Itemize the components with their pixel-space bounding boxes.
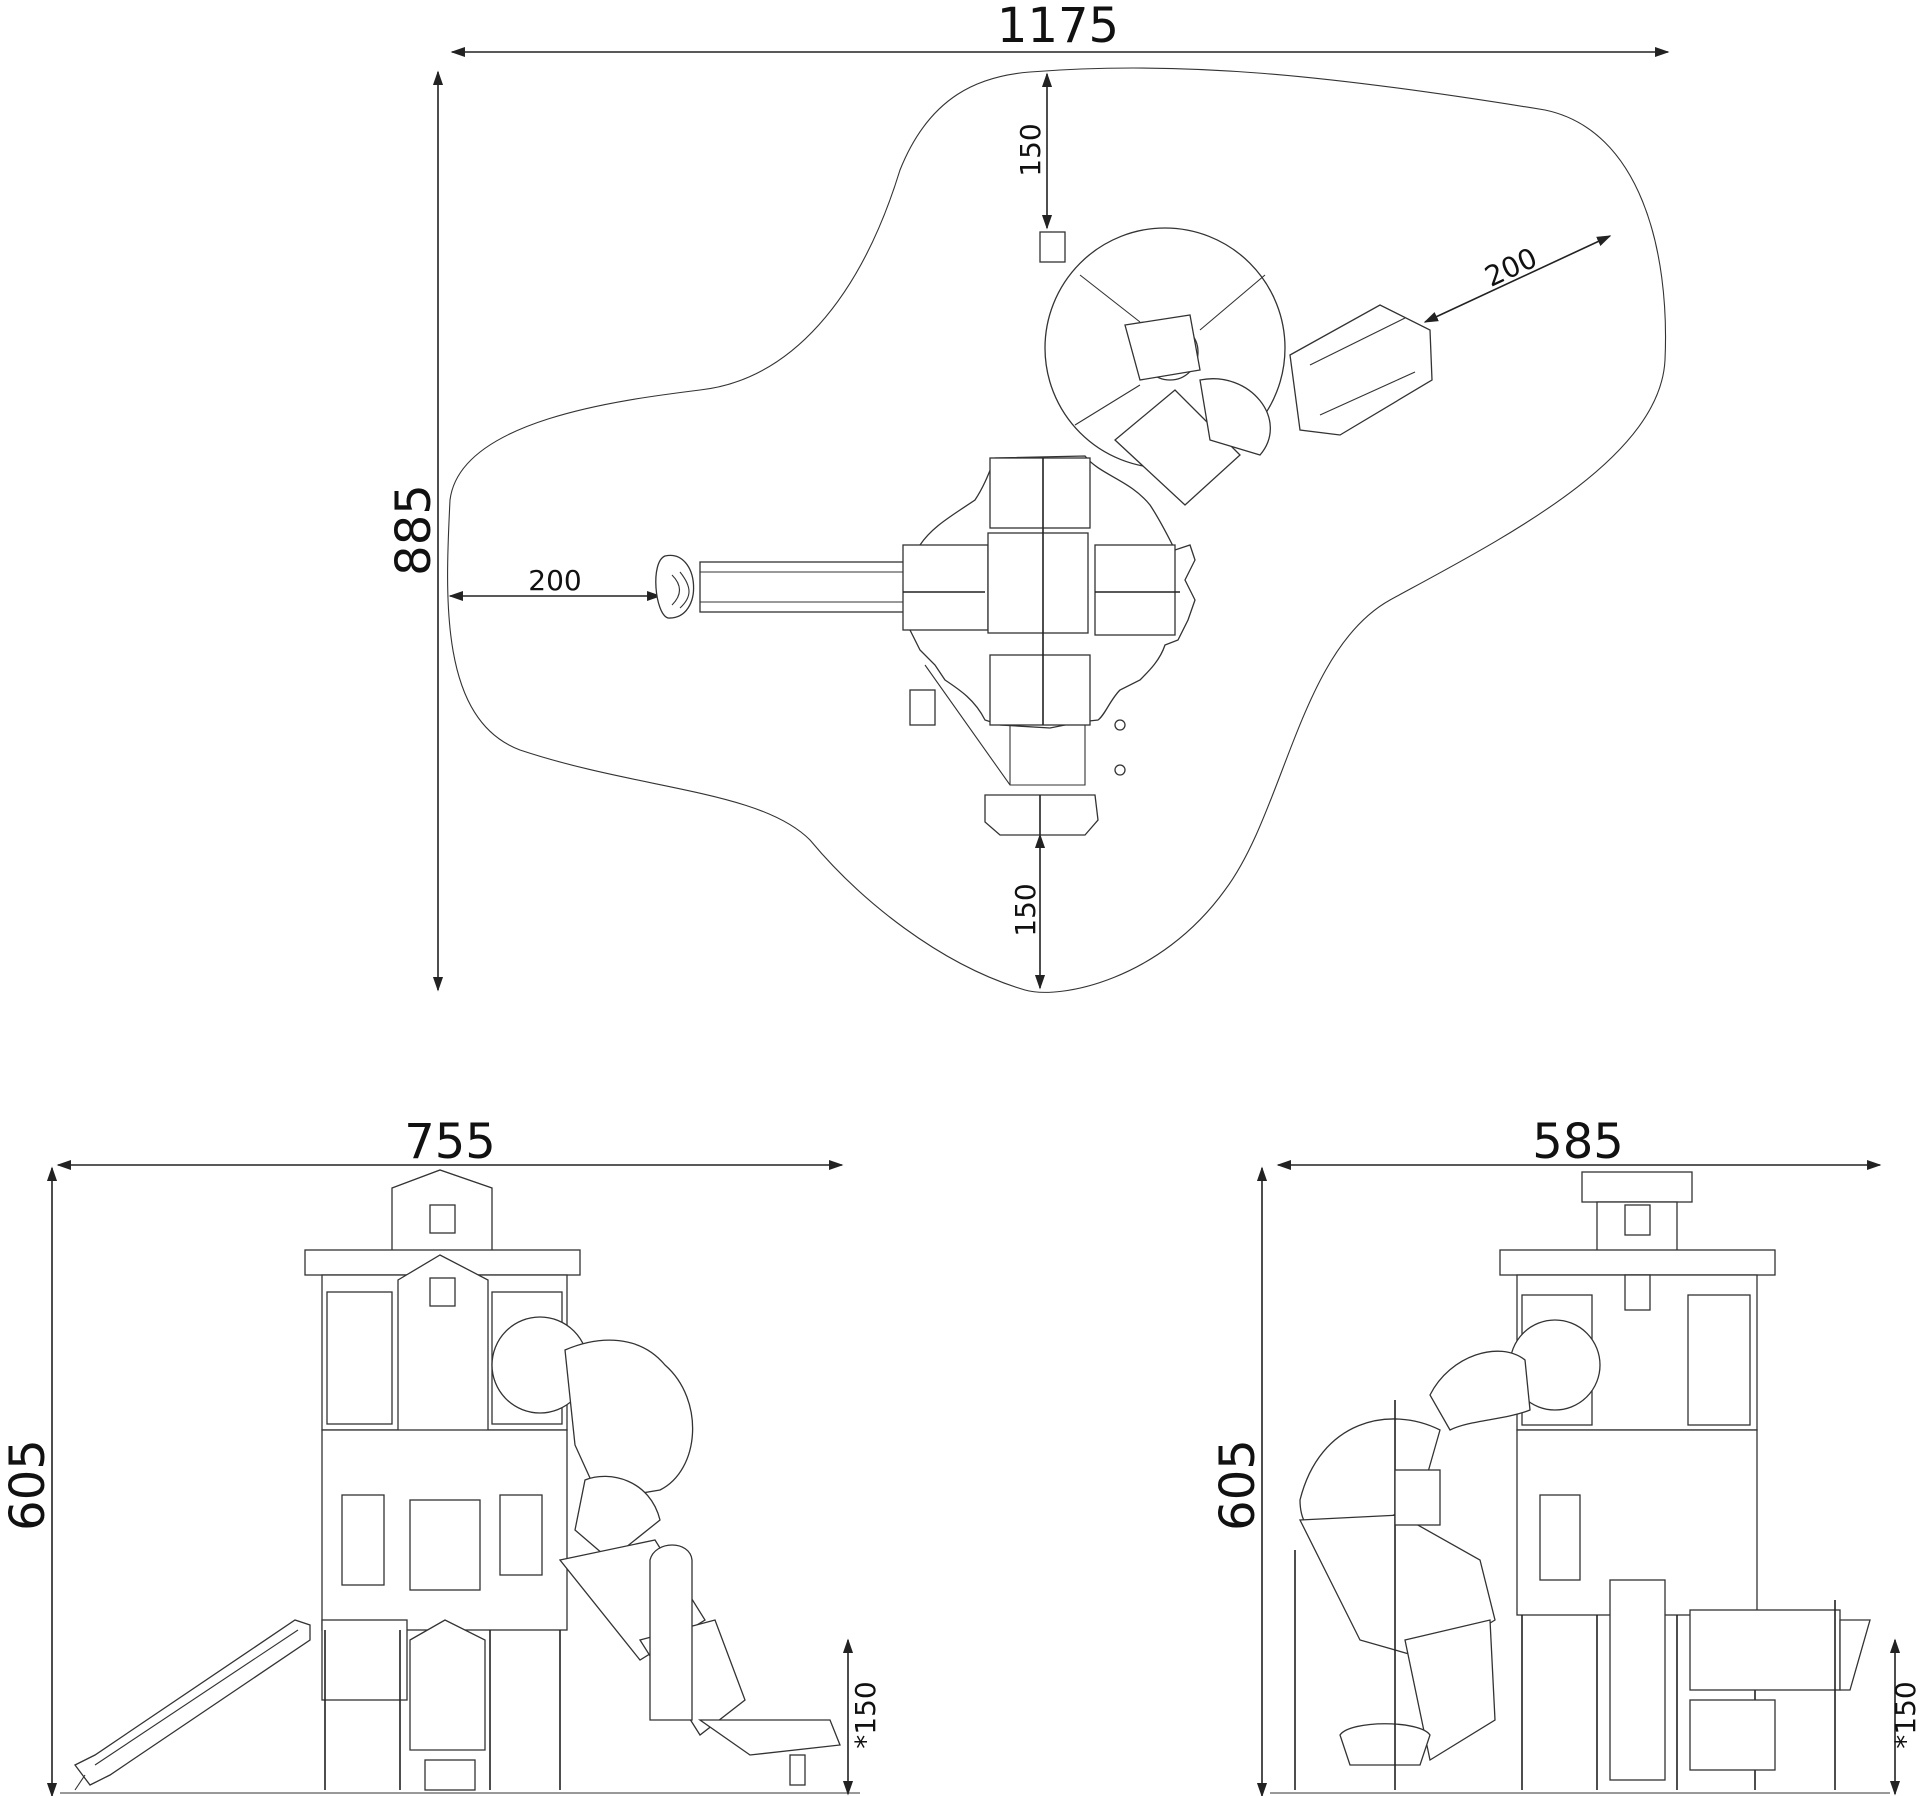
right-width-label: 585 [1532, 1114, 1624, 1170]
left-elevation-view: 755 605 *150 [0, 1114, 882, 1796]
plan-depth-label: 885 [386, 484, 442, 576]
left-tube-slide [558, 1339, 841, 1786]
right-platform-label: *150 [1889, 1681, 1920, 1748]
plan-right-clearance-label: 200 [1480, 241, 1542, 293]
plan-right-clearance-line [1423, 235, 1612, 323]
left-straight-slide [74, 1619, 311, 1791]
right-elevation-view: 585 605 *150 [1210, 1114, 1920, 1796]
plan-top-clearance-label: 150 [1014, 123, 1047, 176]
right-tower [1499, 1171, 1871, 1790]
right-tube-slide [1294, 1350, 1531, 1790]
plan-roof-cluster [902, 455, 1196, 836]
plan-bottom-clearance-label: 150 [1009, 883, 1042, 936]
plan-tube-slide [1039, 227, 1433, 506]
left-tower [304, 1169, 589, 1791]
plan-straight-slide [655, 554, 906, 619]
safety-zone-outline [447, 67, 1667, 993]
plan-left-clearance-label: 200 [528, 564, 581, 597]
left-platform-label: *150 [849, 1681, 882, 1748]
plan-width-label: 1175 [997, 0, 1119, 54]
right-height-label: 605 [1210, 1439, 1266, 1531]
plan-view: 1175 885 150 150 200 200 [386, 0, 1670, 993]
left-width-label: 755 [404, 1114, 496, 1170]
left-height-label: 605 [0, 1439, 56, 1531]
